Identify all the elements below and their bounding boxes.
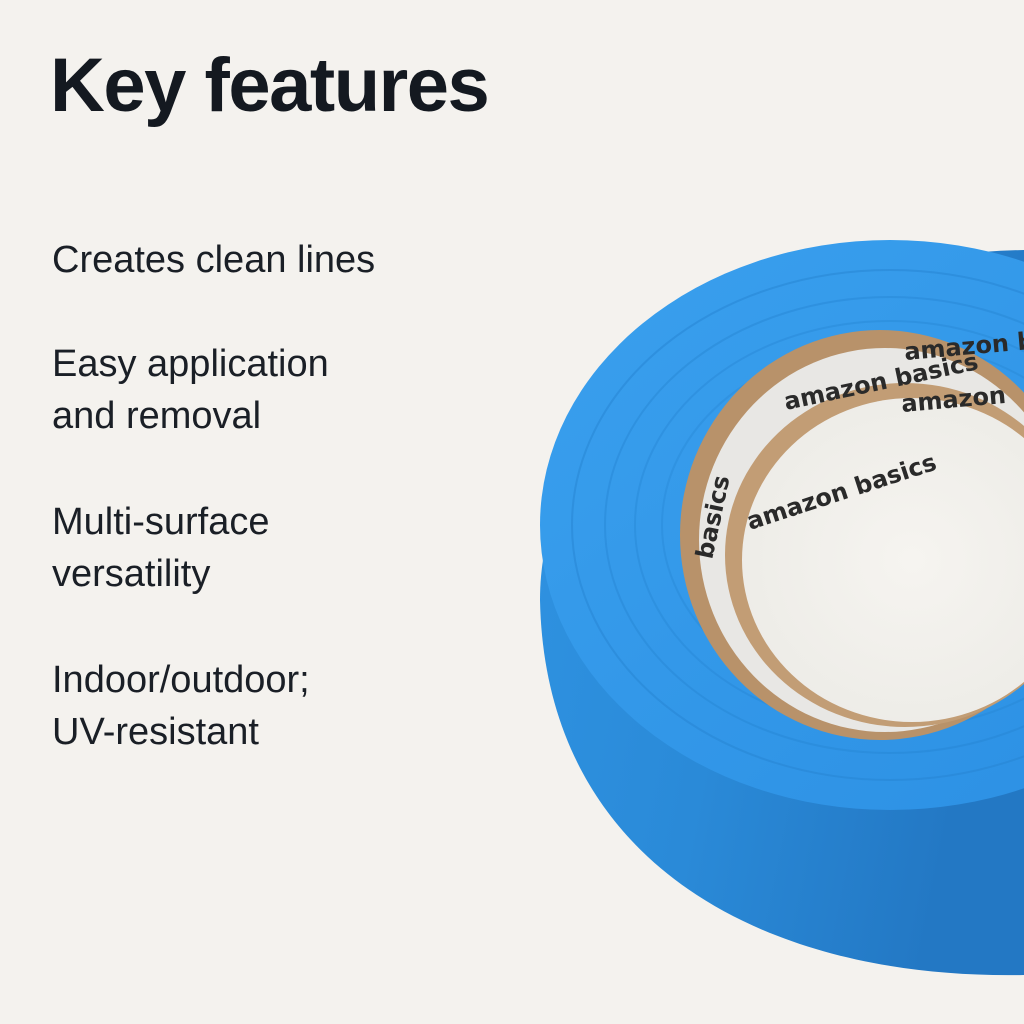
feature-easy-application: Easy application and removal [52,343,329,437]
cardboard-core [680,330,1024,740]
feature-indoor-outdoor: Indoor/outdoor; UV-resistant [52,659,310,753]
feature-clean-lines: Creates clean lines [52,239,376,281]
page-title: Key features [50,43,490,128]
feature-multi-surface: Multi-surface versatility [52,501,270,595]
